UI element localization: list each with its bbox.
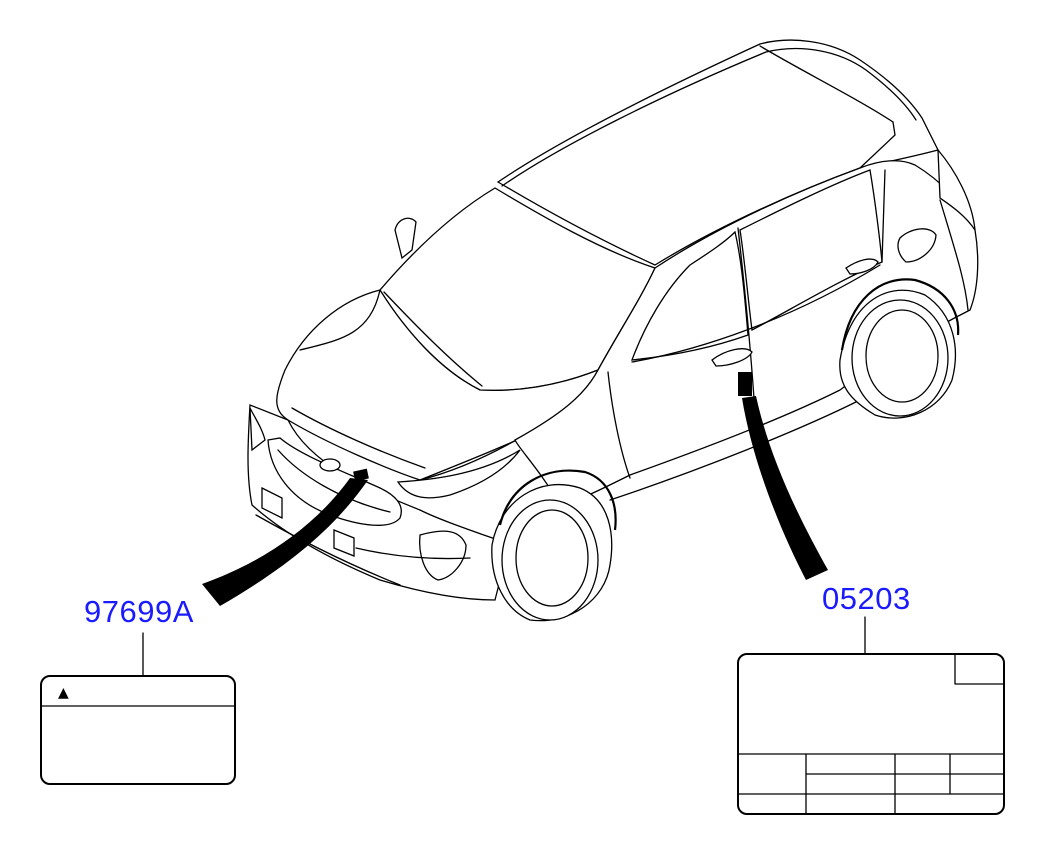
door-label-marker (738, 372, 752, 396)
left-mirror (394, 217, 417, 260)
vehicle-illustration (247, 39, 979, 622)
front-door-window (631, 230, 749, 361)
hood (276, 289, 600, 481)
rear-wheel (839, 289, 957, 419)
warning-triangle-icon: ▲ (58, 685, 69, 701)
front-wheel (491, 483, 613, 622)
warning-label-drawing (40, 632, 236, 785)
part-number-05203[interactable]: 05203 (822, 581, 911, 616)
hood-label-marker (353, 468, 369, 482)
info-label-drawing (737, 616, 1005, 815)
part-number-97699a[interactable]: 97699A (84, 594, 194, 629)
door-label-leader (742, 396, 828, 580)
brand-emblem (319, 458, 341, 472)
hood-label-leader (202, 478, 368, 606)
roof (496, 39, 939, 266)
